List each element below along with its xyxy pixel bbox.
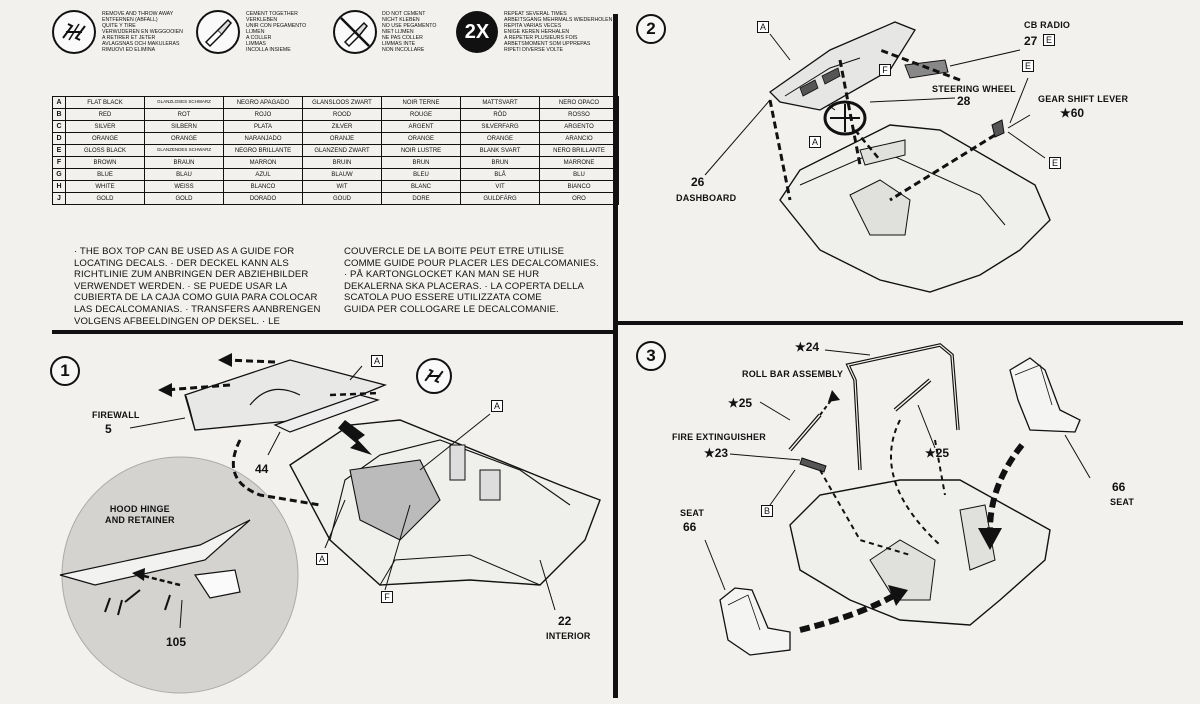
fire-extinguisher-label: FIRE EXTINGUISHER	[672, 432, 766, 442]
firewall-label: FIREWALL	[92, 410, 140, 420]
step-2-number: 2	[636, 14, 666, 44]
fire-extinguisher-part-number: ★23	[704, 446, 729, 460]
color-code-letter: J	[52, 192, 66, 205]
cement-together-icon	[196, 10, 240, 54]
bar-25-part-number-left: ★25	[728, 396, 753, 410]
color-name-cell: GOLD	[144, 192, 224, 205]
dashboard-label: DASHBOARD	[676, 193, 737, 203]
color-box-b: B	[761, 505, 773, 517]
cb-radio-part-number: 27	[1024, 34, 1038, 48]
step-3-number: 3	[636, 341, 666, 371]
gear-shift-part-number: ★60	[1060, 106, 1085, 120]
interior-label: INTERIOR	[546, 631, 591, 641]
roll-bar-assembly-label: ROLL BAR ASSEMBLY	[742, 369, 844, 379]
steering-wheel-label: STEERING WHEEL	[932, 84, 1016, 94]
dashboard-part-number: 26	[691, 175, 705, 189]
color-name-cell: ORO	[539, 192, 619, 205]
seat-right-label: SEAT	[1110, 497, 1135, 507]
color-box-a: A	[491, 400, 503, 412]
seat-left-part-number: 66	[683, 520, 697, 534]
interior-part-number: 22	[558, 614, 572, 628]
left-horizontal-divider	[52, 330, 613, 334]
repeat-2x-icon: 2X	[456, 11, 498, 53]
repeat-badge: 2X	[464, 20, 490, 43]
color-box-e: E	[1043, 34, 1055, 46]
roll-bar-part-number: ★24	[795, 340, 820, 354]
part-105-number: 105	[166, 635, 187, 649]
color-box-a: A	[316, 553, 328, 565]
step-1-number: 1	[50, 356, 80, 386]
seat-left-label: SEAT	[680, 508, 705, 518]
bar-25-part-number-right: ★25	[925, 446, 950, 460]
color-box-e: E	[1022, 60, 1034, 72]
vertical-divider	[613, 14, 618, 698]
gear-shift-label: GEAR SHIFT LEVER	[1038, 94, 1129, 104]
color-box-a: A	[757, 21, 769, 33]
do-not-cement-icon	[333, 10, 377, 54]
color-name-cell: GOLD	[65, 192, 145, 205]
decal-note-left: · THE BOX TOP CAN BE USED AS A GUIDE FOR…	[74, 246, 321, 327]
color-box-a: A	[809, 136, 821, 148]
seat-right-part-number: 66	[1112, 480, 1126, 494]
color-name-cell: DORE	[381, 192, 461, 205]
remove-throw-away-icon	[416, 358, 452, 394]
step-1-drawing	[59, 353, 601, 694]
steering-wheel-part-number: 28	[957, 94, 971, 108]
color-box-f: F	[879, 64, 891, 76]
part-44-number: 44	[255, 462, 269, 476]
color-box-f: F	[381, 591, 393, 603]
remove-throw-away-icon	[52, 10, 96, 54]
step-2-drawing	[704, 21, 1051, 293]
firewall-part-number: 5	[105, 422, 112, 436]
cb-radio-label: CB RADIO	[1024, 20, 1071, 30]
color-box-a: A	[371, 355, 383, 367]
color-name-cell: GULDFÄRG	[460, 192, 540, 205]
right-horizontal-divider	[618, 321, 1183, 325]
color-box-e: E	[1049, 157, 1061, 169]
